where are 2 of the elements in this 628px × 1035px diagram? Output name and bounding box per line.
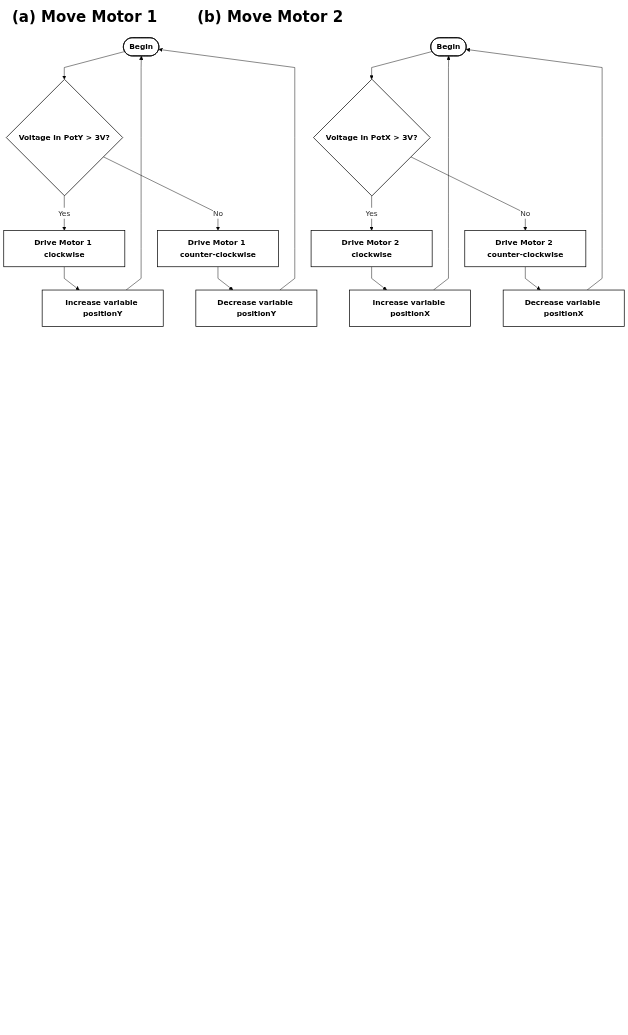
panel-title: (b) Move Motor 2 xyxy=(197,8,344,26)
panel-title: (a) Move Motor 1 xyxy=(12,8,158,26)
